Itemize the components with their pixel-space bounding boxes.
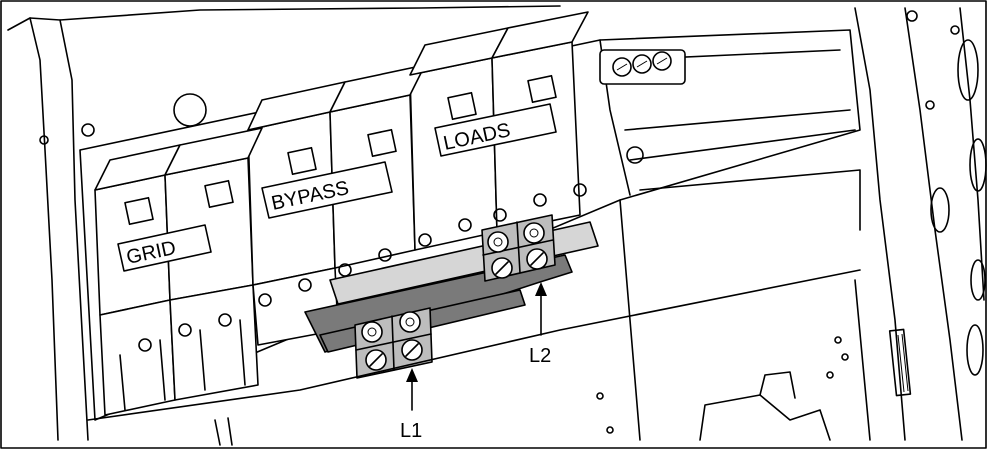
callout-l1: L1 [400, 368, 422, 442]
terminal-block-l2 [481, 214, 556, 282]
label-plate-grid: GRID [117, 224, 212, 272]
terminal-block-l1 [354, 307, 433, 379]
callout-l2: L2 [529, 282, 551, 367]
enclosure-walls [7, 5, 987, 441]
l1-label: L1 [400, 420, 422, 442]
breaker-modules [94, 11, 589, 416]
chassis-details [87, 199, 871, 446]
l2-label: L2 [529, 345, 551, 367]
